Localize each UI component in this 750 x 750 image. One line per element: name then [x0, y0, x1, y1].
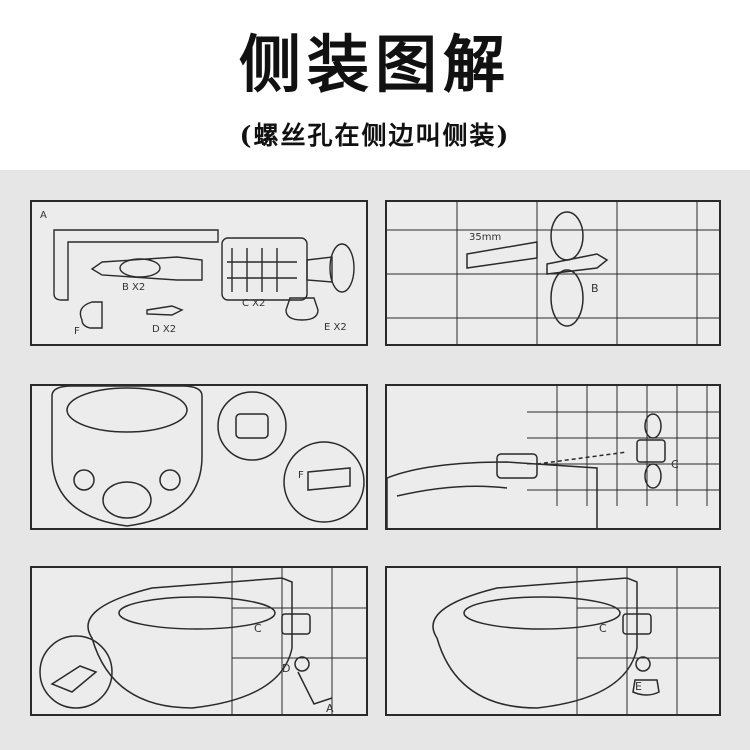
label-f: F	[74, 326, 80, 337]
panel-toilet-side: C	[385, 384, 721, 530]
toilet-icon	[387, 461, 598, 528]
panel-install-cover: C E	[385, 566, 721, 716]
label-d: D	[282, 662, 291, 675]
label-c: C	[671, 458, 679, 471]
cap-icon	[79, 301, 103, 329]
label-f: F	[298, 470, 304, 481]
page-title: 侧装图解	[238, 28, 511, 101]
threaded-rod-icon	[466, 241, 538, 269]
wall-bolt-illustration	[387, 202, 719, 344]
toilet-side-illustration	[387, 386, 719, 528]
panel-wall-bolt: 35mm B	[385, 200, 721, 346]
label-a: A	[326, 702, 334, 715]
label-a: A	[40, 210, 47, 221]
screw-icon	[146, 305, 184, 316]
label-c: C	[254, 622, 262, 635]
install-cover-illustration	[432, 568, 719, 714]
instruction-sheet: A B X2 C X2 D X2 E X2 F 35mm B	[0, 170, 750, 750]
toilet-icon	[432, 577, 638, 709]
bolt-icon	[90, 256, 203, 281]
page-subtitle: (螺丝孔在侧边叫侧装)	[239, 121, 511, 150]
allen-key-icon	[53, 229, 219, 301]
panel-parts: A B X2 C X2 D X2 E X2 F	[30, 200, 368, 346]
toilet-icon	[51, 386, 203, 527]
toilet-back-illustration	[51, 386, 365, 527]
toilet-icon	[87, 577, 293, 709]
label-d: D X2	[152, 324, 177, 335]
label-e: E X2	[324, 322, 347, 333]
label-b: B X2	[122, 282, 146, 293]
anchor-icon	[221, 237, 308, 301]
label-b: B	[591, 282, 599, 295]
label-dimension: 35mm	[469, 232, 502, 243]
label-e: E	[635, 680, 642, 693]
install-key-illustration	[39, 568, 366, 714]
panel-toilet-back: F	[30, 384, 368, 530]
label-c: C	[599, 622, 607, 635]
panel-install-key: C D A	[30, 566, 368, 716]
header: 侧装图解 (螺丝孔在侧边叫侧装)	[0, 0, 750, 170]
cover-icon	[285, 297, 319, 321]
label-c: C X2	[242, 298, 266, 309]
parts-illustration	[53, 229, 355, 329]
